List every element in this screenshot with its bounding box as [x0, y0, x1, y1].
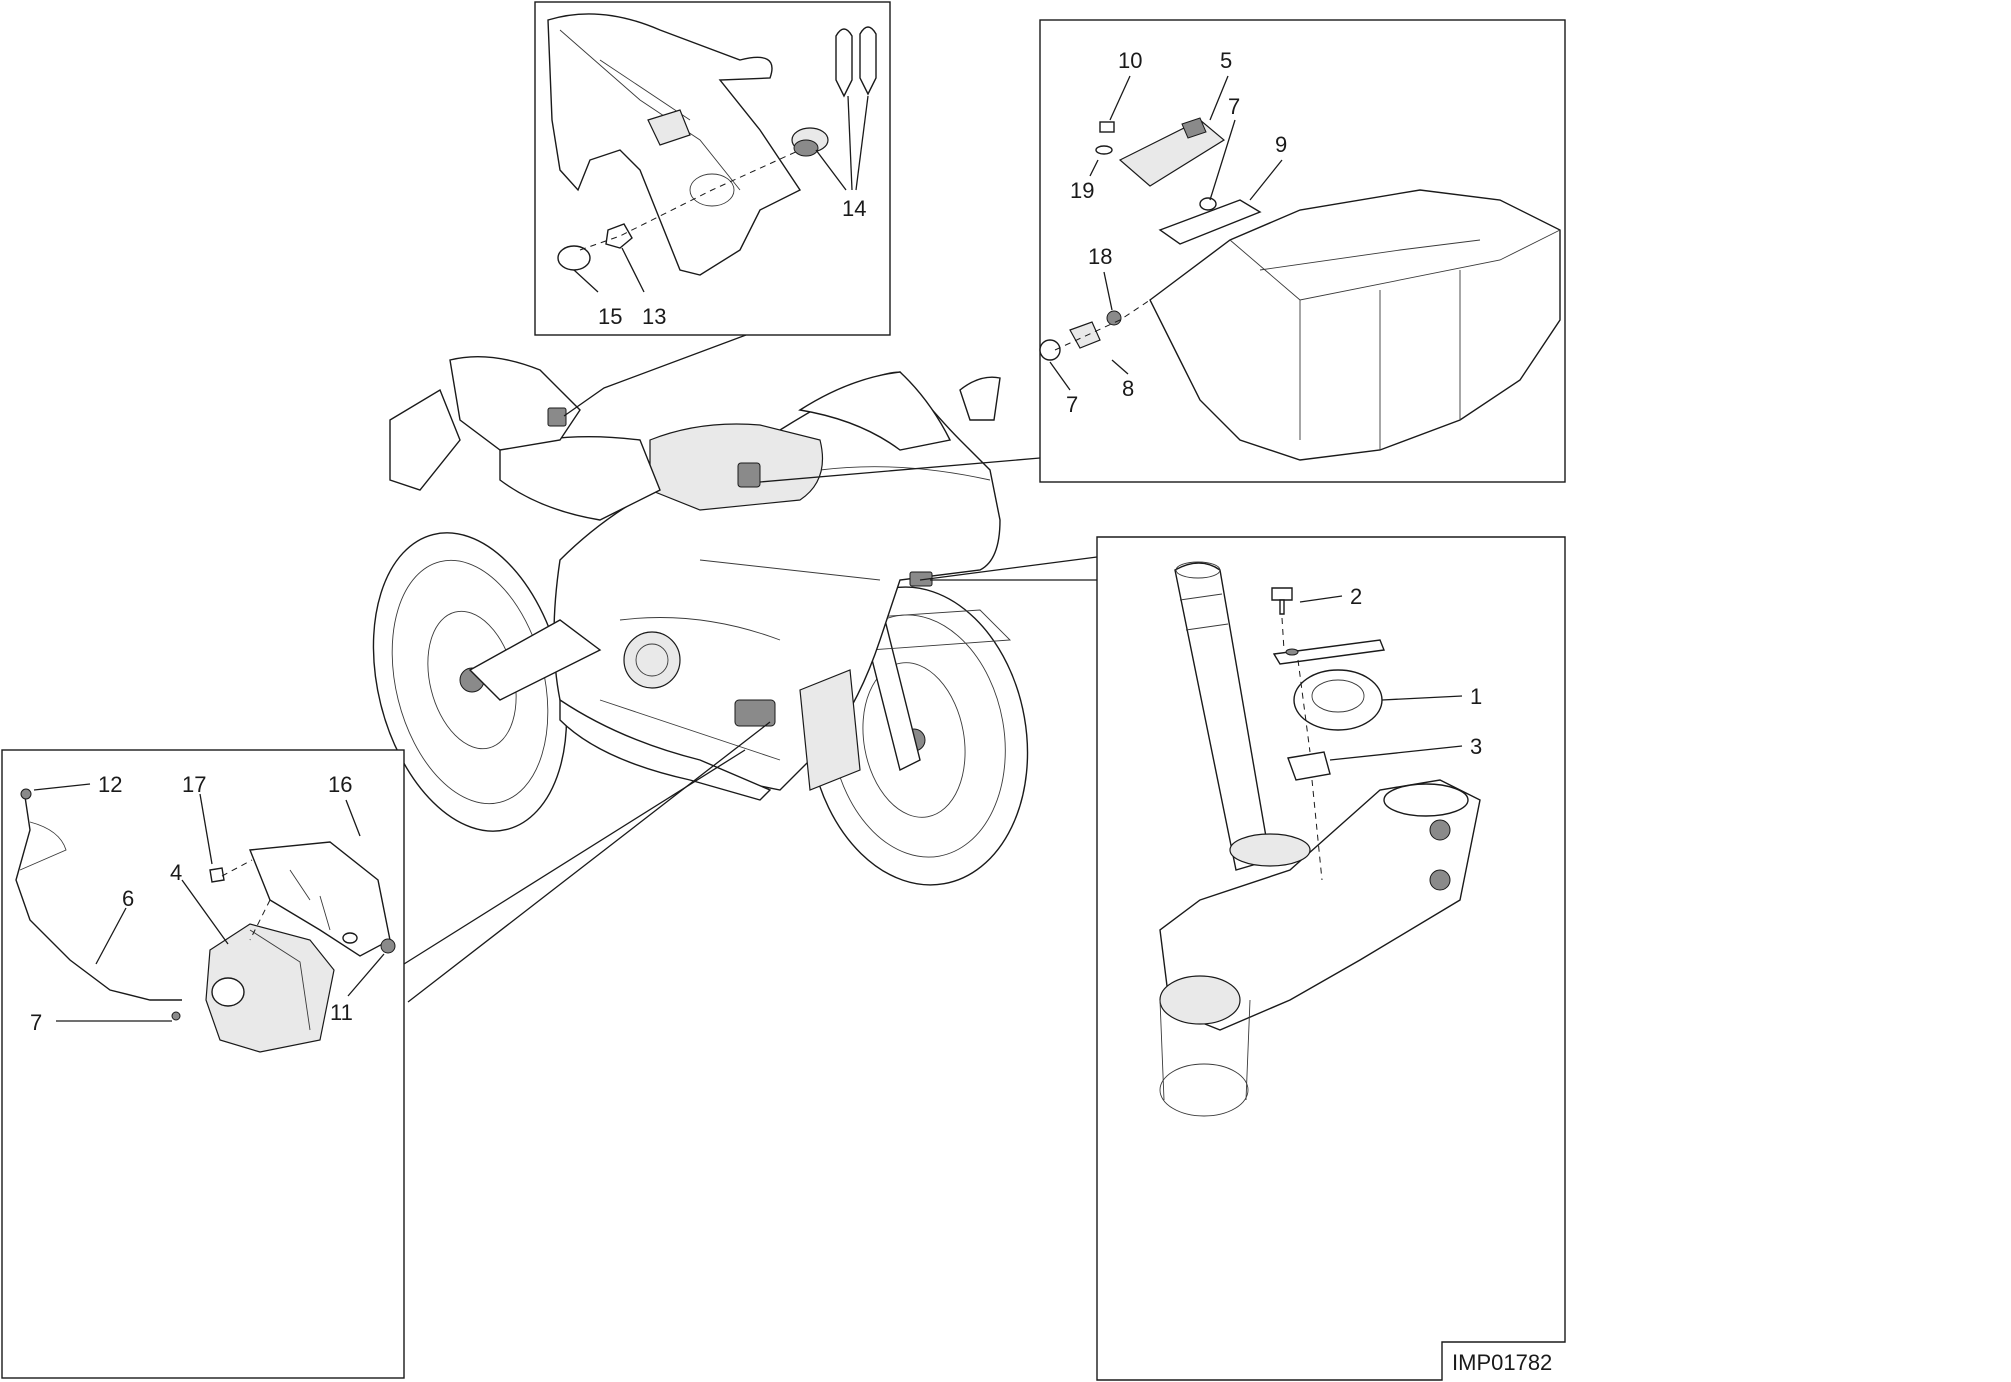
callout-7b: 7 — [1066, 392, 1078, 417]
callout-8: 8 — [1122, 376, 1134, 401]
callout-15: 15 — [598, 304, 622, 329]
callout-13: 13 — [642, 304, 666, 329]
callout-10: 10 — [1118, 48, 1142, 73]
leader-lines — [403, 334, 1098, 1003]
panel-ecu: 12 17 16 4 6 7 11 — [1, 749, 405, 1379]
callout-4: 4 — [170, 860, 182, 885]
panel-ignition-switch: 14 15 13 — [534, 1, 891, 336]
callout-3: 3 — [1470, 734, 1482, 759]
callout-16: 16 — [328, 772, 352, 797]
motorcycle-drawing — [372, 356, 1029, 886]
callout-17: 17 — [182, 772, 206, 797]
callout-7c: 7 — [30, 1010, 42, 1035]
panel-horn: 2 1 3 — [1096, 536, 1566, 1381]
callout-11: 11 — [330, 1000, 353, 1025]
panel-battery-box: 10 5 7 9 19 18 7 8 — [1039, 19, 1566, 483]
callout-9: 9 — [1275, 132, 1287, 157]
diagram-canvas: 14 15 13 10 5 7 9 — [1, 1, 1566, 1381]
callout-19: 19 — [1070, 178, 1094, 203]
callout-7: 7 — [1228, 94, 1240, 119]
callout-18: 18 — [1088, 244, 1112, 269]
drawing-code: IMP01782 — [1452, 1350, 1552, 1375]
callout-6: 6 — [122, 886, 134, 911]
callout-14: 14 — [842, 196, 866, 221]
callout-12: 12 — [98, 772, 122, 797]
callout-1: 1 — [1470, 684, 1482, 709]
callout-2: 2 — [1350, 584, 1362, 609]
callout-5: 5 — [1220, 48, 1232, 73]
